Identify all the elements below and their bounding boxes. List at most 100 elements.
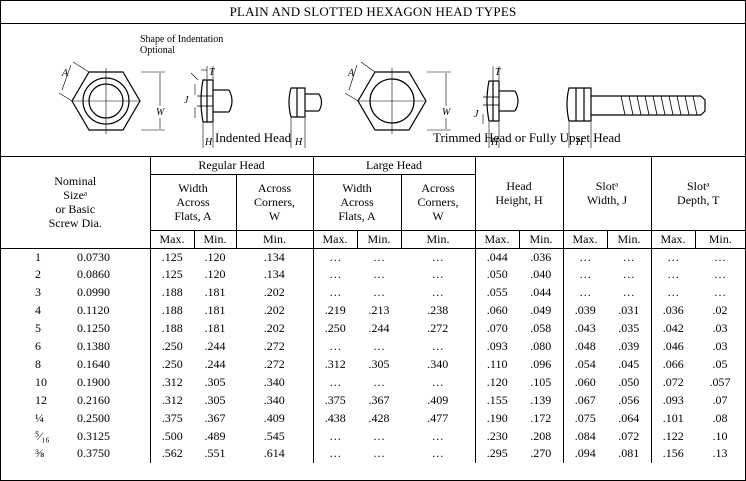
head-height-min-cell: .208 [519, 427, 564, 446]
slot-depth-header: Slotᵃ Depth, T [651, 157, 746, 231]
large-flats-min-cell: … [373, 267, 385, 282]
nominal-size-cell: ⁵⁄₁₆ 0.3125 [1, 427, 151, 446]
regular-corners-min-cell: .202 [236, 320, 314, 339]
regular-across-corners-header: Across Corners, W [236, 174, 314, 231]
slot-depth-min-cell: … [714, 267, 727, 282]
col-regular-corners-min: Min. [236, 230, 314, 249]
slot-width-min-cell: … [607, 266, 652, 285]
large-flats-max-cell: … [329, 249, 342, 264]
basic-diameter: 0.2160 [77, 392, 110, 407]
trimmed-head-caption: Trimmed Head or Fully Upset Head [433, 130, 621, 145]
col-slot-width-max: Max. [563, 230, 608, 249]
head-height-min-cell: .044 [519, 284, 564, 303]
regular-corners-min-cell: .545 [236, 427, 314, 446]
basic-diameter: 0.2500 [77, 410, 110, 425]
dim-j-trimmed: J [474, 109, 479, 120]
large-flats-max-cell: … [329, 428, 342, 443]
large-flats-max-cell: .250 [324, 321, 346, 336]
regular-corners-min-cell: .409 [236, 409, 314, 428]
size-number: ⁵⁄₁₆ [35, 428, 50, 443]
slot-width-max-cell: … [579, 267, 592, 282]
regular-flats-max-cell: .188 [161, 303, 183, 318]
regular-flats-max-cell: .188 [161, 321, 183, 336]
size-number: ¼ [35, 410, 44, 425]
large-corners-min-cell: .477 [401, 409, 476, 428]
regular-flats-min-cell: .305 [204, 392, 226, 407]
large-flats-min-cell: … [373, 374, 385, 389]
head-height-max-cell: .070 [486, 321, 508, 336]
regular-corners-min-cell: .614 [236, 445, 314, 464]
col-slot-width-min: Min. [607, 230, 652, 249]
large-flats-min-cell: .367 [368, 392, 390, 407]
bolt-side-view [566, 87, 706, 148]
large-across-corners-header: Across Corners, W [401, 174, 476, 231]
col-large-flats-max: Max. [313, 230, 358, 249]
regular-corners-min-cell: .272 [236, 355, 314, 374]
regular-flats-min-cell: .244 [204, 356, 226, 371]
regular-flats-max-cell: .375 [161, 410, 183, 425]
slot-width-max-cell: .043 [574, 321, 596, 336]
large-flats-min-cell: … [373, 446, 385, 461]
slot-depth-min-cell: .03 [712, 321, 728, 336]
shape-note-line2: Optional [140, 45, 175, 56]
large-flats-max-cell: … [329, 446, 342, 461]
large-corners-min-cell: .409 [401, 391, 476, 410]
shape-note-line1: Shape of Indentation [140, 34, 224, 45]
col-head-height-min: Min. [519, 230, 564, 249]
size-number: 4 [35, 303, 41, 318]
regular-flats-max-cell: .125 [161, 267, 183, 282]
trimmed-top-view [344, 61, 451, 134]
slot-width-min-cell: .050 [607, 373, 652, 392]
large-flats-max-cell: .312 [324, 356, 346, 371]
head-height-min-cell: .049 [519, 302, 564, 321]
col-large-corners-min: Min. [401, 230, 476, 249]
dim-j-indented: J [184, 95, 189, 106]
regular-flats-max-cell: .250 [161, 339, 183, 354]
head-height-min-cell: .058 [519, 320, 564, 339]
col-slot-depth-max: Max. [651, 230, 696, 249]
slot-depth-max-cell: .156 [662, 446, 684, 461]
slot-width-min-cell: .081 [607, 445, 652, 464]
indented-head-caption: Indented Head [215, 130, 292, 145]
large-corners-min-cell: .340 [401, 355, 476, 374]
size-number: 6 [35, 339, 41, 354]
head-height-max-cell: .110 [486, 356, 508, 371]
indented-top-view [58, 61, 165, 134]
slot-width-min-cell: .045 [607, 355, 652, 374]
regular-corners-min-cell: .340 [236, 391, 314, 410]
basic-diameter: 0.3125 [77, 428, 110, 443]
head-height-min-cell: .172 [519, 409, 564, 428]
head-height-max-cell: .190 [486, 410, 508, 425]
regular-flats-min-cell: .244 [204, 339, 226, 354]
basic-diameter: 0.1120 [77, 303, 110, 318]
dim-a-trimmed: A [348, 68, 355, 79]
large-flats-min-cell: … [373, 249, 385, 264]
regular-flats-min-cell: .120 [204, 267, 226, 282]
size-number: 2 [35, 267, 41, 282]
large-corners-min-cell: … [401, 427, 476, 446]
head-height-max-cell: .093 [486, 339, 508, 354]
large-corners-min-cell: .238 [401, 302, 476, 321]
slot-depth-min-cell: .08 [712, 410, 728, 425]
regular-width-across-flats-header: Width Across Flats, A [150, 174, 237, 231]
regular-flats-min-cell: .181 [204, 303, 226, 318]
large-flats-max-cell: .375 [324, 392, 346, 407]
slot-depth-min-cell: .10 [712, 428, 728, 443]
slot-width-max-cell: .084 [574, 428, 596, 443]
regular-flats-max-cell: .500 [161, 428, 183, 443]
regular-flats-max-cell: .312 [161, 392, 183, 407]
regular-flats-max-cell: .250 [161, 356, 183, 371]
head-height-min-cell: .080 [519, 338, 564, 356]
regular-corners-min-cell: .134 [236, 248, 314, 267]
slot-width-header: Slotᵃ Width, J [563, 157, 652, 231]
